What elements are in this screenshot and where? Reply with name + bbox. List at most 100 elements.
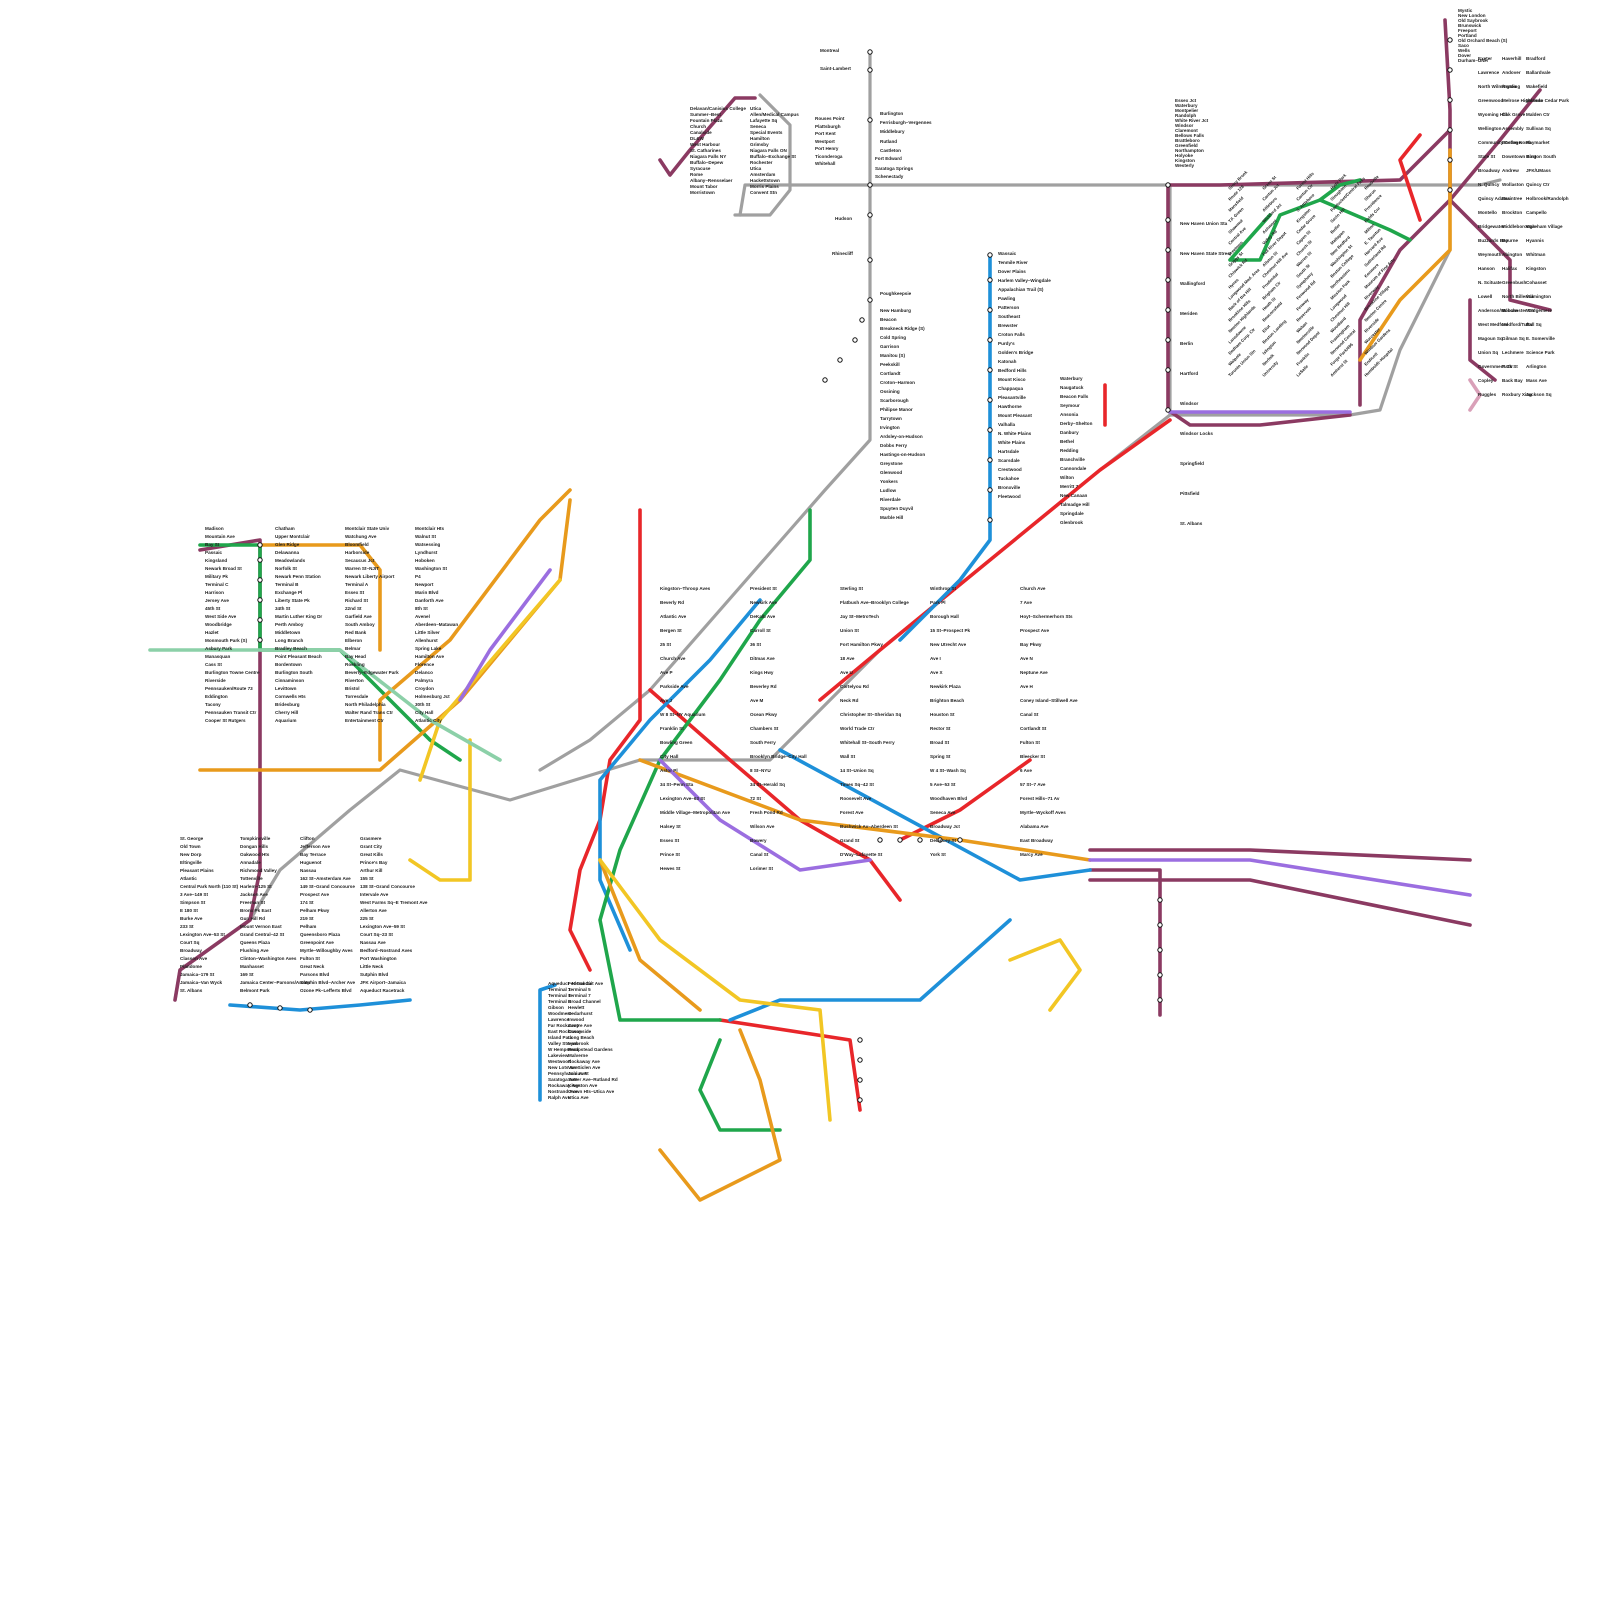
station-label: Jamaica–Van Wyck: [180, 980, 222, 985]
station-label: Sutphin Blvd–Archer Ave: [300, 980, 355, 985]
station-marker-orange-subway-1[interactable]: [897, 837, 903, 843]
station-marker-orange-subway-0[interactable]: [877, 837, 883, 843]
station-marker-gray-hudson-5[interactable]: [867, 257, 873, 263]
station-label: Mount Pleasant: [998, 413, 1032, 418]
station-marker-gray-hudson-3[interactable]: [867, 182, 873, 188]
station-marker-maroon-nj-1[interactable]: [257, 557, 263, 563]
station-marker-maroon-springfield-7[interactable]: [1165, 407, 1171, 413]
station-marker-blue-patco-0[interactable]: [247, 1002, 253, 1008]
station-marker-maroon-nj-5[interactable]: [257, 637, 263, 643]
station-marker-blue-harlem-5[interactable]: [987, 397, 993, 403]
station-label: Spring Lake: [415, 646, 442, 651]
station-marker-maroon-nj-3[interactable]: [257, 597, 263, 603]
station-label: Rouses Point: [815, 116, 845, 121]
station-marker-maroon-springfield-5[interactable]: [1165, 337, 1171, 343]
station-marker-gray-hudson-2[interactable]: [867, 117, 873, 123]
station-marker-maroon-boston-1[interactable]: [1447, 67, 1453, 73]
station-marker-maroon-boston-4[interactable]: [1447, 157, 1453, 163]
route-yellow-subway-seg-1: [598, 858, 832, 1122]
station-marker-gray-hudson-7[interactable]: [859, 317, 865, 323]
station-marker-gray-hudson-9[interactable]: [837, 357, 843, 363]
station-marker-blue-harlem-7[interactable]: [987, 457, 993, 463]
station-marker-blue-harlem-0[interactable]: [987, 252, 993, 258]
station-label: Morris Plains: [750, 184, 779, 189]
station-marker-maroon-boston-5[interactable]: [1447, 187, 1453, 193]
station-marker-blue-harlem-2[interactable]: [987, 307, 993, 313]
route-green-subway-seg-1: [698, 1038, 782, 1132]
station-label: Bronxville: [998, 485, 1021, 490]
station-label: 6 Ave: [1020, 768, 1032, 773]
station-label: Canal St: [750, 852, 769, 857]
station-marker-maroon-li-0[interactable]: [1157, 897, 1163, 903]
station-marker-blue-harlem-8[interactable]: [987, 487, 993, 493]
station-marker-blue-harlem-6[interactable]: [987, 427, 993, 433]
station-marker-maroon-springfield-1[interactable]: [1165, 217, 1171, 223]
route-orange-boston-seg-0: [1358, 148, 1452, 362]
station-label: Borough Hall: [930, 614, 959, 619]
station-marker-maroon-boston-0[interactable]: [1447, 37, 1453, 43]
station-marker-gray-hudson-0[interactable]: [867, 49, 873, 55]
station-marker-maroon-nj-0[interactable]: [257, 542, 263, 548]
station-marker-gray-hudson-8[interactable]: [852, 337, 858, 343]
station-label: Ruggles: [1478, 392, 1497, 397]
station-marker-gray-hudson-4[interactable]: [867, 212, 873, 218]
station-label: Bushwick Av–Aberdeen St: [840, 824, 898, 829]
station-label: Waterbury: [1175, 103, 1198, 108]
station-marker-maroon-li-3[interactable]: [1157, 972, 1163, 978]
station-label: Cornwells Hts: [275, 694, 306, 699]
station-marker-maroon-li-1[interactable]: [1157, 922, 1163, 928]
station-marker-maroon-nj-4[interactable]: [257, 617, 263, 623]
station-marker-maroon-springfield-0[interactable]: [1165, 182, 1171, 188]
station-marker-blue-harlem-3[interactable]: [987, 337, 993, 343]
station-label: Hanson: [1478, 266, 1495, 271]
station-marker-maroon-boston-3[interactable]: [1447, 127, 1453, 133]
station-marker-maroon-nj-2[interactable]: [257, 577, 263, 583]
station-label: Wilton: [1060, 475, 1074, 480]
station-marker-red-subway-0[interactable]: [857, 1037, 863, 1043]
station-marker-orange-subway-3[interactable]: [937, 837, 943, 843]
station-marker-maroon-springfield-3[interactable]: [1165, 277, 1171, 283]
station-label: Freeport: [1458, 28, 1477, 33]
station-marker-orange-subway-4[interactable]: [957, 837, 963, 843]
station-marker-blue-harlem-1[interactable]: [987, 277, 993, 283]
station-marker-red-subway-2[interactable]: [857, 1077, 863, 1083]
station-label: Norfolk St: [275, 566, 297, 571]
station-marker-red-subway-1[interactable]: [857, 1057, 863, 1063]
station-label: 233 St: [180, 924, 194, 929]
station-label: N. Quincy: [1478, 182, 1500, 187]
station-marker-blue-patco-1[interactable]: [277, 1005, 283, 1011]
station-label: Amsterdam: [750, 172, 775, 177]
station-marker-maroon-boston-2[interactable]: [1447, 97, 1453, 103]
station-label: Melrose Cedar Park: [1526, 98, 1569, 103]
station-marker-maroon-springfield-6[interactable]: [1165, 367, 1171, 373]
station-label: West Medford: [1478, 322, 1508, 327]
station-label: JFK Airport–Jamaica: [360, 980, 406, 985]
station-label: Arlington: [1526, 364, 1547, 369]
station-label: Newkirk Ave: [750, 600, 777, 605]
station-marker-blue-patco-2[interactable]: [307, 1007, 313, 1013]
station-label: Broadway: [180, 948, 202, 953]
station-label: Allerton Ave: [360, 908, 387, 913]
station-label: Aquarium: [275, 718, 296, 723]
station-marker-orange-subway-2[interactable]: [917, 837, 923, 843]
station-marker-maroon-springfield-4[interactable]: [1165, 307, 1171, 313]
station-label: Terminal 4: [548, 993, 571, 998]
station-label: Entertainment Ctr: [345, 718, 384, 723]
station-marker-gray-hudson-1[interactable]: [867, 67, 873, 73]
station-label: Pleasant Plains: [180, 868, 214, 873]
station-marker-maroon-springfield-2[interactable]: [1165, 247, 1171, 253]
station-label: Saco: [1458, 43, 1469, 48]
station-marker-maroon-li-4[interactable]: [1157, 997, 1163, 1003]
station-marker-maroon-li-2[interactable]: [1157, 947, 1163, 953]
station-marker-gray-hudson-10[interactable]: [822, 377, 828, 383]
station-label: Government Ctr: [1478, 364, 1513, 369]
station-marker-gray-hudson-6[interactable]: [867, 297, 873, 303]
station-label: Hewlett: [568, 1005, 585, 1010]
station-label: 15 St–Prospect Pk: [930, 628, 971, 633]
station-marker-blue-harlem-9[interactable]: [987, 517, 993, 523]
station-label: New Canaan: [1060, 493, 1088, 498]
station-marker-red-subway-3[interactable]: [857, 1097, 863, 1103]
station-label: DeKalb Ave: [750, 614, 776, 619]
route-blue-subway-seg-0: [598, 598, 762, 952]
station-marker-blue-harlem-4[interactable]: [987, 367, 993, 373]
